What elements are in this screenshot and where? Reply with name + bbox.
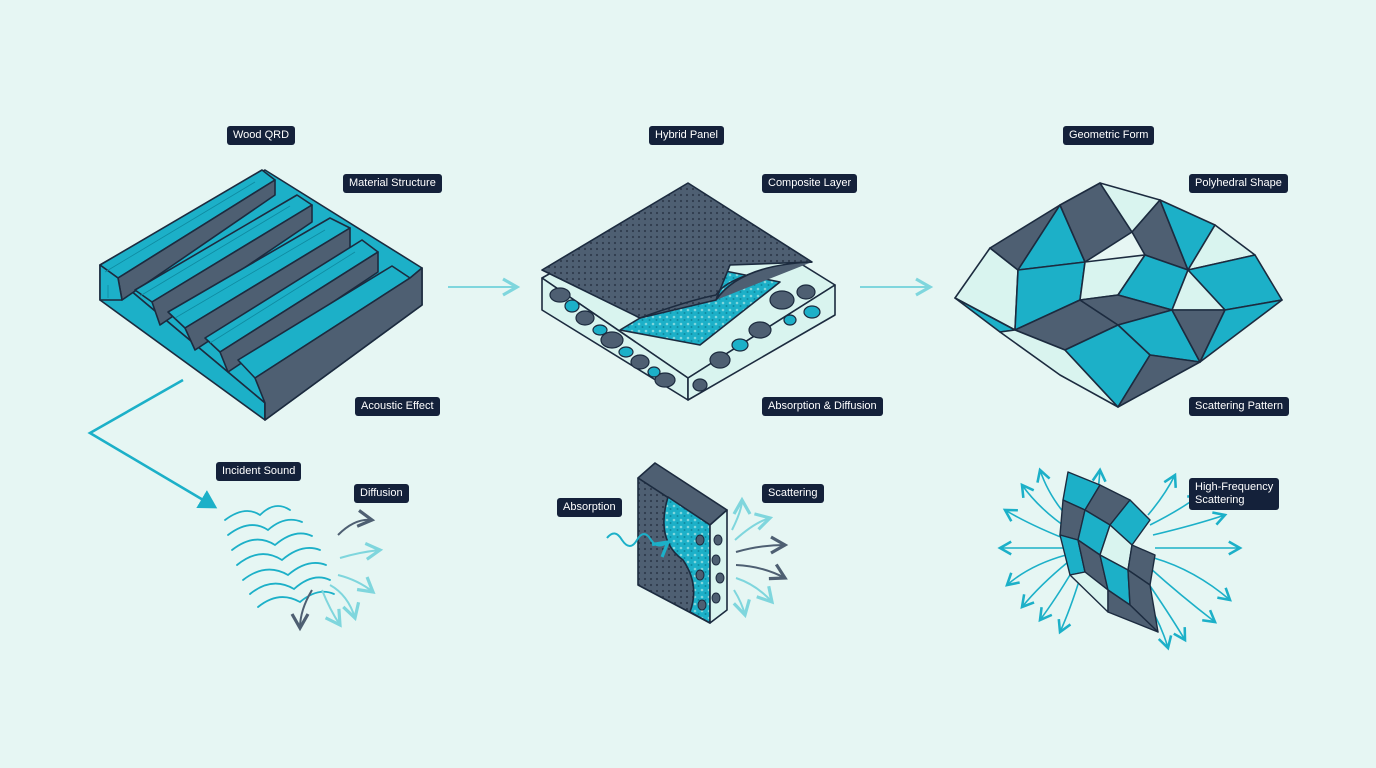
absorption-slab [638, 463, 727, 623]
label-scattering: Scattering [762, 484, 824, 503]
label-hybrid-panel: Hybrid Panel [649, 126, 724, 145]
label-composite-layer: Composite Layer [762, 174, 857, 193]
sound-wave-lines [225, 506, 334, 607]
label-polyhedral-shape: Polyhedral Shape [1189, 174, 1288, 193]
label-high-frequency-scattering: High-Frequency Scattering [1189, 478, 1279, 510]
polyhedral-diffuser [1060, 472, 1158, 632]
label-geometric-form: Geometric Form [1063, 126, 1154, 145]
wood-qrd-panel [100, 170, 422, 420]
label-incident-sound: Incident Sound [216, 462, 301, 481]
hybrid-panel [542, 183, 835, 400]
incident-arrow-icon [90, 380, 215, 507]
label-diffusion: Diffusion [354, 484, 409, 503]
label-acoustic-effect: Acoustic Effect [355, 397, 440, 416]
label-wood-qrd: Wood QRD [227, 126, 295, 145]
label-scattering-pattern: Scattering Pattern [1189, 397, 1289, 416]
label-material-structure: Material Structure [343, 174, 442, 193]
geometric-form-panel [955, 183, 1282, 407]
label-absorption-diffusion: Absorption & Diffusion [762, 397, 883, 416]
label-absorption: Absorption [557, 498, 622, 517]
scattering-arrows-icon [732, 500, 785, 615]
